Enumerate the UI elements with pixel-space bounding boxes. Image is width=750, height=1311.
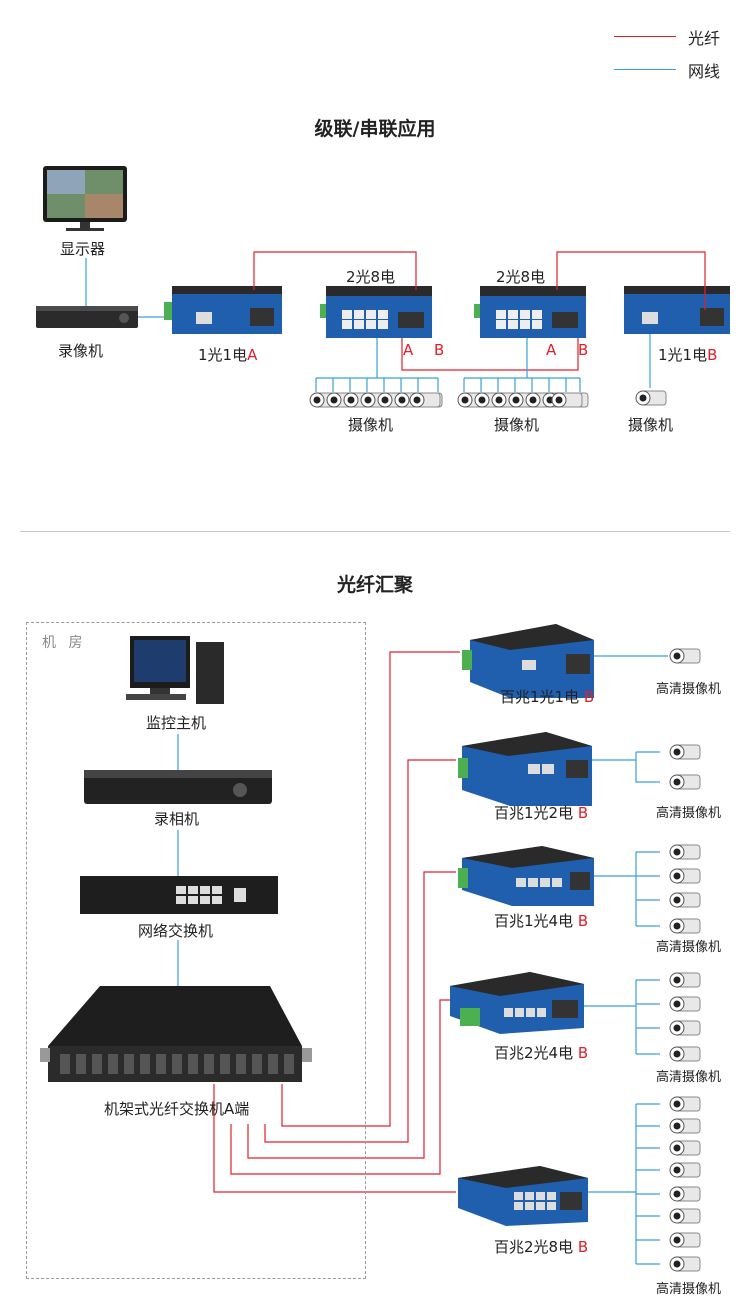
device-5-suffix: B (577, 1238, 589, 1256)
device-1-suffix: B (583, 688, 595, 706)
converter-b-text: 1光1电 (658, 346, 708, 364)
legend-network-label: 网线 (688, 62, 721, 81)
rack-label: 机架式光纤交换机A端 (104, 1100, 250, 1118)
device-2-camera-label: 高清摄像机 (656, 806, 722, 821)
machine-room-box (26, 622, 366, 1279)
converter-b-icon (624, 286, 730, 334)
device-4-name: 百兆2光4电 (494, 1044, 574, 1062)
recorder-2-label: 录相机 (154, 810, 200, 828)
camera-single (635, 390, 667, 406)
device-1-icon (462, 624, 594, 698)
device-3-icon (458, 846, 594, 906)
device-3-suffix: B (577, 912, 589, 930)
converter-b-suffix: B (707, 346, 718, 364)
section2-title: 光纤汇聚 (336, 574, 413, 596)
legend-network-line (614, 69, 676, 70)
device-1-camera (669, 648, 701, 664)
device-4-suffix: B (577, 1044, 589, 1062)
host-label: 监控主机 (146, 714, 207, 732)
device-3-camera-label: 高清摄像机 (656, 940, 722, 955)
recorder-2-icon (84, 770, 272, 804)
device-5-name: 百兆2光8电 (494, 1238, 574, 1256)
camera-group-2 (457, 392, 589, 408)
camera-group-1 (309, 392, 443, 408)
host-pc-icon (126, 636, 224, 704)
monitor-icon (43, 166, 127, 231)
monitor-label: 显示器 (60, 240, 106, 258)
device-4-camera-label: 高清摄像机 (656, 1070, 722, 1085)
camera-group-1-label: 摄像机 (348, 416, 394, 434)
recorder-icon (36, 306, 138, 328)
switch-2g8e-2-icon (474, 286, 586, 338)
network-switch-icon (80, 876, 278, 914)
device-5-label: 百兆2光8电 B (494, 1236, 588, 1257)
converter-a-suffix: A (247, 346, 258, 364)
device-3-cameras (669, 844, 701, 934)
switch-1-label: 2光8电 (346, 268, 396, 286)
switch-2g8e-1-icon (320, 286, 432, 338)
machine-room-label: 机 房 (42, 635, 87, 651)
device-2-label: 百兆1光2电 B (494, 802, 588, 823)
device-4-icon (450, 972, 584, 1034)
device-1-label: 百兆1光1电 B (500, 686, 594, 707)
switch-2-port-b: B (578, 341, 589, 359)
legend-fiber-line (614, 36, 676, 37)
camera-single-label: 摄像机 (628, 416, 674, 434)
device-3-name: 百兆1光4电 (494, 912, 574, 930)
device-2-icon (458, 732, 592, 806)
section-divider (20, 531, 730, 532)
device-5-icon (458, 1166, 588, 1226)
switch-1-port-b: B (434, 341, 445, 359)
device-2-name: 百兆1光2电 (494, 804, 574, 822)
section1-title: 级联/串联应用 (314, 118, 436, 140)
rack-switch-icon (40, 986, 312, 1082)
converter-b-label: 1光1电B (658, 344, 717, 365)
recorder-label: 录像机 (58, 342, 104, 360)
converter-a-icon (164, 286, 282, 334)
device-1-camera-label: 高清摄像机 (656, 682, 722, 697)
switch-2-label: 2光8电 (496, 268, 546, 286)
camera-group-2-label: 摄像机 (494, 416, 540, 434)
device-1-name: 百兆1光1电 (500, 688, 580, 706)
device-5-cameras (669, 1096, 701, 1272)
device-2-cameras (669, 744, 701, 790)
device-4-cameras (669, 972, 701, 1062)
device-4-label: 百兆2光4电 B (494, 1042, 588, 1063)
switch-2-port-a: A (546, 341, 557, 359)
switch-1-port-a: A (403, 341, 414, 359)
legend-fiber-label: 光纤 (688, 29, 721, 48)
device-3-label: 百兆1光4电 B (494, 910, 588, 931)
converter-a-text: 1光1电 (198, 346, 248, 364)
converter-a-label: 1光1电A (198, 344, 257, 365)
network-switch-label: 网络交换机 (138, 922, 214, 940)
device-5-camera-label: 高清摄像机 (656, 1282, 722, 1297)
device-2-suffix: B (577, 804, 589, 822)
